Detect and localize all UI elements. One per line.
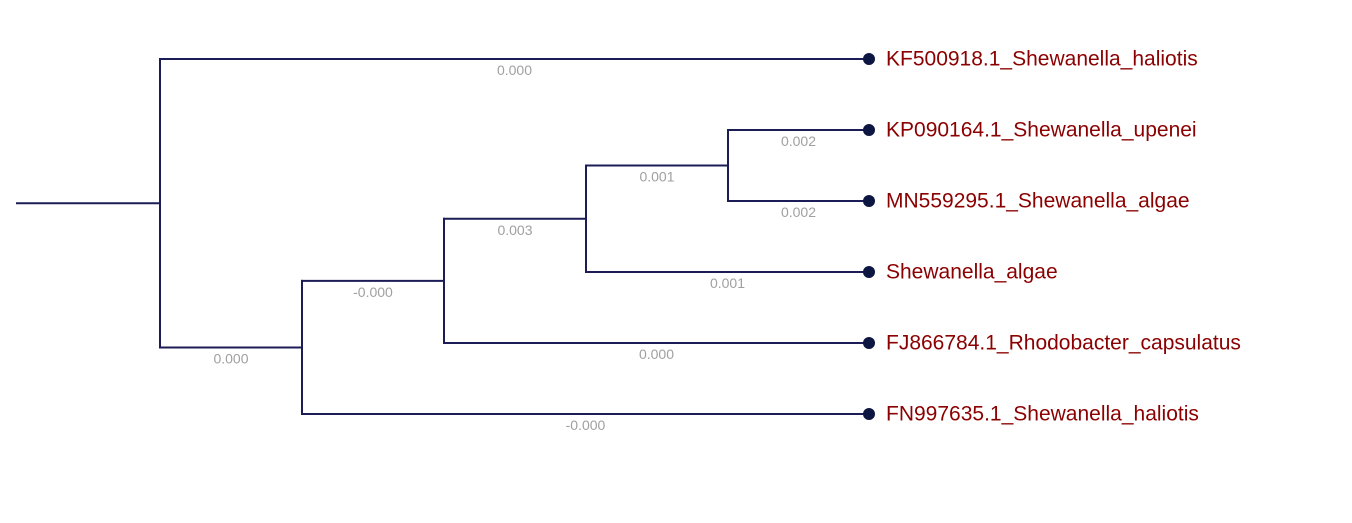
branch-length-label: -0.000: [353, 284, 393, 300]
leaf-node[interactable]: [863, 337, 875, 349]
branch-length-label: 0.002: [781, 133, 816, 149]
leaf-label[interactable]: KF500918.1_Shewanella_haliotis: [886, 48, 1198, 71]
leaf-label[interactable]: KP090164.1_Shewanella_upenei: [886, 119, 1197, 142]
branch-length-label: 0.001: [639, 169, 674, 185]
branch-length-label: 0.001: [710, 275, 745, 291]
leaf-label[interactable]: FN997635.1_Shewanella_haliotis: [886, 403, 1199, 426]
leaf-label[interactable]: FJ866784.1_Rhodobacter_capsulatus: [886, 332, 1241, 355]
leaf-node[interactable]: [863, 124, 875, 136]
branch-length-label: 0.000: [497, 62, 532, 78]
leaf-node[interactable]: [863, 53, 875, 65]
tree-branches: [16, 58, 870, 415]
leaf-node[interactable]: [863, 408, 875, 420]
branch-length-label: -0.000: [566, 417, 606, 433]
tree-leaves: KF500918.1_Shewanella_haliotisKP090164.1…: [863, 48, 1241, 426]
branch-length-label: 0.000: [213, 350, 248, 366]
branch-length-label: 0.003: [497, 222, 532, 238]
leaf-node[interactable]: [863, 266, 875, 278]
leaf-label[interactable]: MN559295.1_Shewanella_algae: [886, 190, 1190, 213]
leaf-label[interactable]: Shewanella_algae: [886, 261, 1058, 284]
branch-length-label: 0.002: [781, 204, 816, 220]
branch-length-labels: 0.000 0.000 -0.000 0.003 0.001 0.002 0.002 0.00…: [213, 62, 816, 433]
leaf-node[interactable]: [863, 195, 875, 207]
branch-length-label: 0.000: [639, 346, 674, 362]
